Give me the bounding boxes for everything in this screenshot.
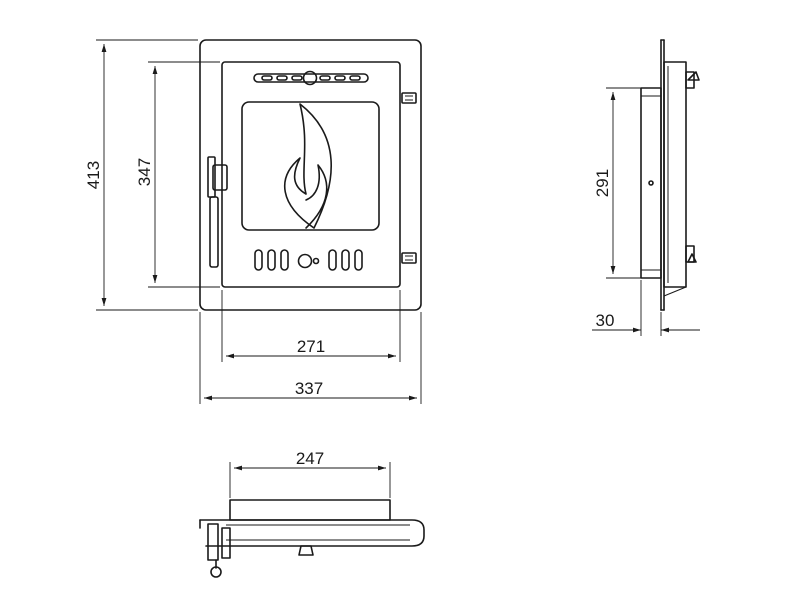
front-view xyxy=(199,39,422,311)
flame-icon xyxy=(283,103,333,229)
bottom-air-vents xyxy=(254,249,363,271)
dimension-bottom-width: 247 xyxy=(229,449,391,498)
inner-height-label: 347 xyxy=(135,158,154,186)
outer-frame xyxy=(199,39,422,311)
dimension-inner-height: 347 xyxy=(135,61,220,288)
overall-height-label: 413 xyxy=(84,161,103,189)
bottom-width-label: 247 xyxy=(296,449,324,468)
dimension-overall-height: 413 xyxy=(84,39,198,311)
overall-width-label: 337 xyxy=(295,379,323,398)
glass-window xyxy=(241,101,380,231)
inner-width-label: 271 xyxy=(297,337,325,356)
bottom-view xyxy=(199,499,425,578)
door-hinges xyxy=(401,92,417,264)
side-height-label: 291 xyxy=(593,169,612,197)
door-leaf xyxy=(221,61,401,288)
top-air-slider xyxy=(253,70,369,86)
side-view xyxy=(640,39,700,311)
dimension-side-height: 291 xyxy=(593,87,641,279)
dimension-overall-width: 337 xyxy=(199,312,422,404)
dimension-side-depth: 30 xyxy=(592,280,700,336)
side-depth-label: 30 xyxy=(596,311,615,330)
dimension-inner-width: 271 xyxy=(221,290,401,362)
door-handle xyxy=(207,156,228,268)
